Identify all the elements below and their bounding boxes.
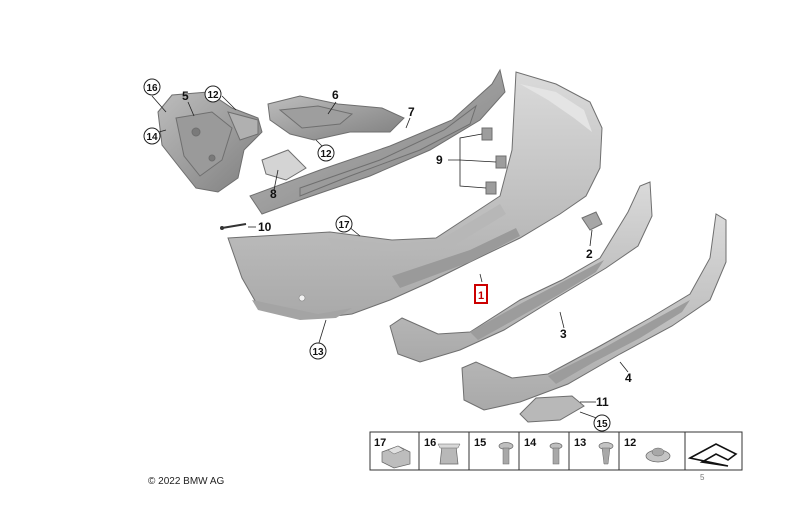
callout-1: 1 — [478, 290, 484, 302]
push-clip-13-icon — [598, 442, 614, 465]
callout-8: 8 — [270, 187, 277, 201]
part-small-bracket — [261, 149, 307, 181]
callout-16-circle: 16 — [143, 78, 161, 96]
callout-12a: 12 — [207, 90, 219, 101]
callout-10: 10 — [258, 220, 272, 234]
part-labels: 5 6 7 8 9 10 2 3 4 11 — [182, 88, 632, 409]
page-number: 5 — [700, 473, 705, 482]
fastener-table: 17 16 15 14 13 12 — [369, 431, 743, 471]
part-bracket-left — [157, 91, 263, 193]
callout-7: 7 — [408, 105, 415, 119]
grommet-12-icon — [645, 447, 671, 463]
part-clips — [481, 127, 507, 195]
callout-15-circle: 15 — [593, 414, 611, 432]
callout-16: 16 — [146, 83, 158, 94]
part-diffuser-upper — [389, 181, 653, 363]
callout-14: 14 — [146, 132, 158, 143]
part-diffuser-lower — [461, 213, 727, 411]
callout-12b-circle: 12 — [317, 144, 335, 162]
clip-17-icon — [381, 445, 411, 469]
leader-lines — [151, 95, 629, 421]
callout-14-circle: 14 — [143, 127, 161, 145]
highlighted-callout-1: 1 — [474, 284, 488, 304]
callout-5: 5 — [182, 89, 189, 103]
callout-9: 9 — [436, 153, 443, 167]
callout-17: 17 — [338, 220, 350, 231]
copyright: © 2022 BMW AG — [148, 476, 225, 487]
circled-callouts: 16 14 12 12 17 13 15 — [143, 78, 611, 432]
callout-15: 15 — [596, 419, 608, 430]
part-bumper-main — [227, 71, 603, 320]
table-cell-14: 14 — [524, 437, 537, 449]
callout-3: 3 — [560, 327, 567, 341]
callout-13: 13 — [312, 347, 324, 358]
table-cell-13: 13 — [574, 437, 586, 449]
bracket-symbol-icon — [687, 443, 738, 467]
table-cell-15: 15 — [474, 437, 486, 449]
table-cell-16: 16 — [424, 437, 436, 449]
callout-4: 4 — [625, 371, 632, 385]
bolt-14-icon — [549, 442, 563, 465]
callout-2: 2 — [586, 247, 593, 261]
table-cell-12: 12 — [624, 437, 636, 449]
screw-15-icon — [498, 442, 514, 465]
callout-6: 6 — [332, 88, 339, 102]
nut-clip-16-icon — [437, 443, 461, 465]
callout-17-circle: 17 — [335, 215, 353, 233]
part-bracket-center — [267, 95, 405, 141]
callout-12a-circle: 12 — [204, 85, 222, 103]
part-trim-small — [519, 395, 585, 423]
callout-11: 11 — [596, 395, 609, 409]
part-carrier — [249, 68, 506, 215]
part-sensor — [581, 211, 603, 231]
callout-12b: 12 — [320, 149, 332, 160]
part-screw — [220, 223, 247, 230]
callout-13-circle: 13 — [309, 342, 327, 360]
table-cell-17: 17 — [374, 437, 386, 449]
